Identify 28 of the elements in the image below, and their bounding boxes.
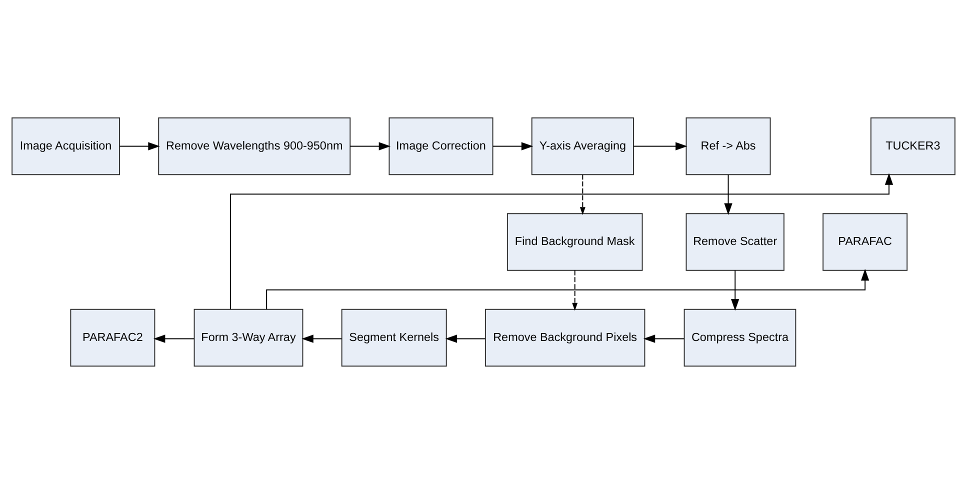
node-box: Y-axis Averaging [531, 117, 634, 176]
arrow [119, 142, 160, 150]
node-box: Form 3-Way Array [194, 308, 304, 367]
arrow [492, 142, 534, 150]
node-box: Remove Scatter [686, 213, 784, 271]
node-box: Image Acquisition [12, 117, 120, 176]
node-box: PARAFAC [822, 213, 908, 271]
arrow [572, 270, 578, 311]
arrow [633, 142, 688, 150]
arrow [731, 270, 740, 311]
arrow [643, 334, 685, 343]
arrow [580, 174, 586, 215]
node-box: PARAFAC2 [70, 308, 156, 367]
node-box: Ref -> Abs [686, 117, 771, 176]
node-box: TUCKER3 [870, 117, 956, 176]
node-box: Find Background Mask [506, 213, 643, 271]
arrow [445, 334, 486, 343]
arrow [302, 334, 342, 343]
node-box: Image Correction [388, 117, 494, 176]
arrow [266, 268, 870, 310]
node-box: Compress Spectra [684, 308, 796, 367]
arrow [724, 174, 732, 215]
arrow [350, 142, 391, 150]
node-box: Remove Wavelengths 900-950nm [158, 117, 351, 176]
node-box: Remove Background Pixels [484, 308, 646, 367]
arrow [153, 334, 195, 343]
node-box: Segment Kernels [341, 308, 447, 367]
arrow [230, 173, 894, 310]
